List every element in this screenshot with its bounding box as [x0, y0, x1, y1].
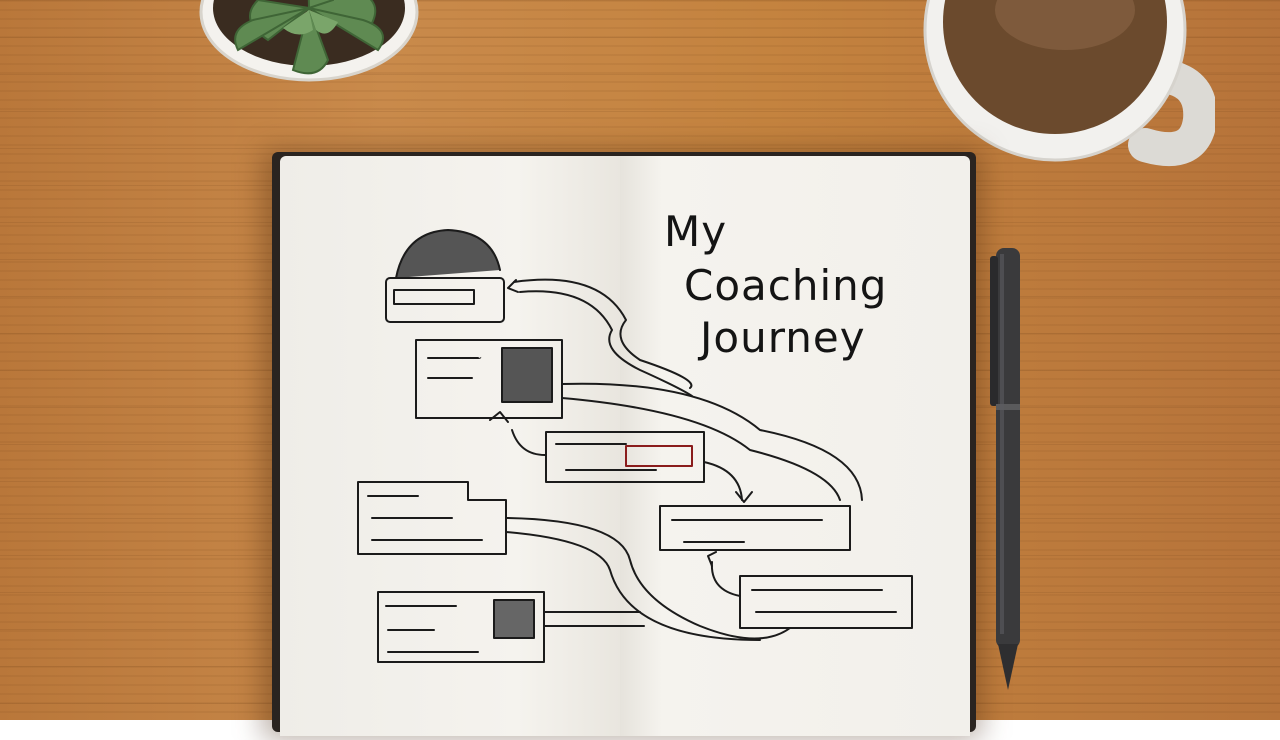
title-line-3: Journey [697, 313, 866, 362]
succulent-plant [199, 0, 419, 82]
title-line-1: My [664, 207, 727, 256]
journey-sketch: ~~~~~ My Coaching Journey [357, 207, 913, 663]
svg-text:~~~~~: ~~~~~ [428, 351, 482, 366]
title-line-2: Coaching [684, 261, 887, 310]
notebook [272, 152, 976, 736]
coffee-mug [923, 0, 1215, 167]
pen [990, 248, 1020, 690]
